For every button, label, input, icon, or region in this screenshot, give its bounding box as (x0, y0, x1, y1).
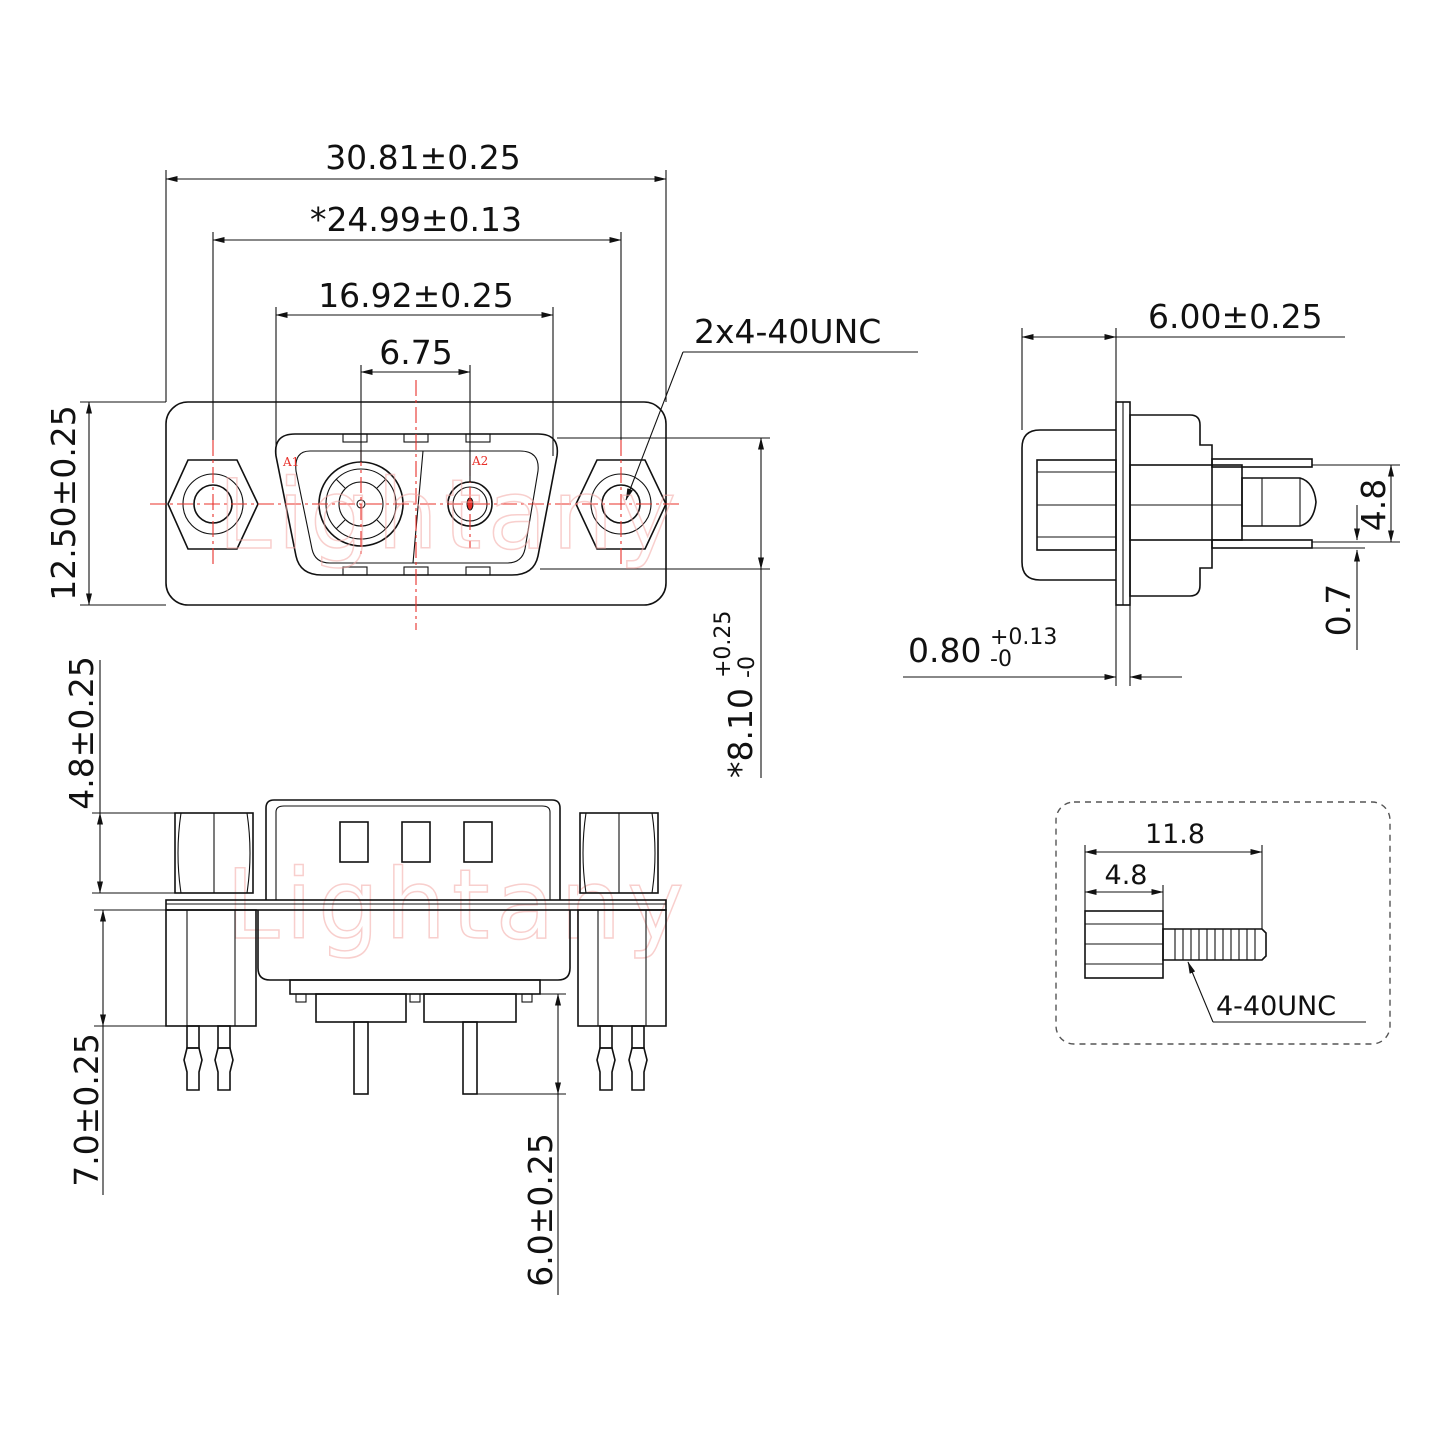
dim-flange-thickness-tol-lower: -0 (990, 647, 1012, 672)
dim-thread-note: 2x4-40UNC (694, 312, 881, 351)
bottom-pin-right (462, 1021, 478, 1095)
bottom-shell (265, 799, 561, 900)
side-pin (1241, 477, 1317, 527)
dim-pin-offset: 0.7 (1319, 584, 1358, 636)
dim-standoff-height: 4.8±0.25 (62, 656, 101, 810)
dim-contact-pitch: 6.75 (379, 333, 452, 372)
side-rear-body (1129, 414, 1213, 597)
dim-overall-width: 30.81±0.25 (325, 138, 521, 177)
dim-depth: 6.00±0.25 (1148, 297, 1323, 336)
dim-pin-spacing: 4.8 (1354, 479, 1393, 531)
bottom-flange (165, 899, 667, 911)
screw-detail: 11.8 4.8 4-40UNC (1055, 801, 1391, 1045)
bottom-dimensions: 4.8±0.25 7.0±0.25 6.0±0.25 (62, 656, 566, 1295)
side-front-shell (1021, 429, 1116, 581)
side-dimensions: 6.00±0.25 0.80 +0.13 -0 4.8 0.7 (903, 297, 1400, 686)
dim-shell-height-tol-upper: +0.25 (711, 611, 736, 678)
dim-flange-height: 12.50±0.25 (44, 405, 83, 601)
dim-flange-thickness: 0.80 (908, 631, 981, 670)
dim-pin-length: 6.0±0.25 (521, 1133, 560, 1287)
dim-shell-height-tol-lower: -0 (735, 656, 760, 678)
dim-shell-width: 16.92±0.25 (318, 276, 514, 315)
side-view (1021, 401, 1317, 606)
bottom-view (165, 799, 667, 1095)
dim-shell-height-group: *8.10 +0.25 -0 (711, 611, 760, 778)
dim-screw-total-length: 11.8 (1145, 819, 1205, 850)
dim-mount-hole-spacing: *24.99±0.13 (310, 200, 522, 239)
screw-thread-lines (1174, 929, 1256, 960)
watermark-bottom: Lightany (226, 849, 690, 961)
dim-flange-thickness-tol-upper: +0.13 (990, 625, 1057, 650)
front-d-shell-inner (295, 450, 424, 564)
dim-board-lock-length: 7.0±0.25 (67, 1033, 106, 1187)
watermark-front: Lightany (218, 459, 682, 571)
screw-thread-note: 4-40UNC (1216, 991, 1336, 1022)
dim-screw-hex-length: 4.8 (1105, 860, 1148, 891)
pin-label-a2: A2 (471, 454, 488, 468)
front-dimensions: 30.81±0.25 *24.99±0.13 16.92±0.25 6.75 2… (44, 138, 918, 778)
screw-detail-frame (1055, 801, 1391, 1045)
bottom-pin-left (353, 1021, 369, 1095)
dim-shell-height: *8.10 (721, 688, 760, 778)
pin-label-a1: A1 (282, 455, 299, 469)
front-shell-tabs (342, 433, 491, 576)
